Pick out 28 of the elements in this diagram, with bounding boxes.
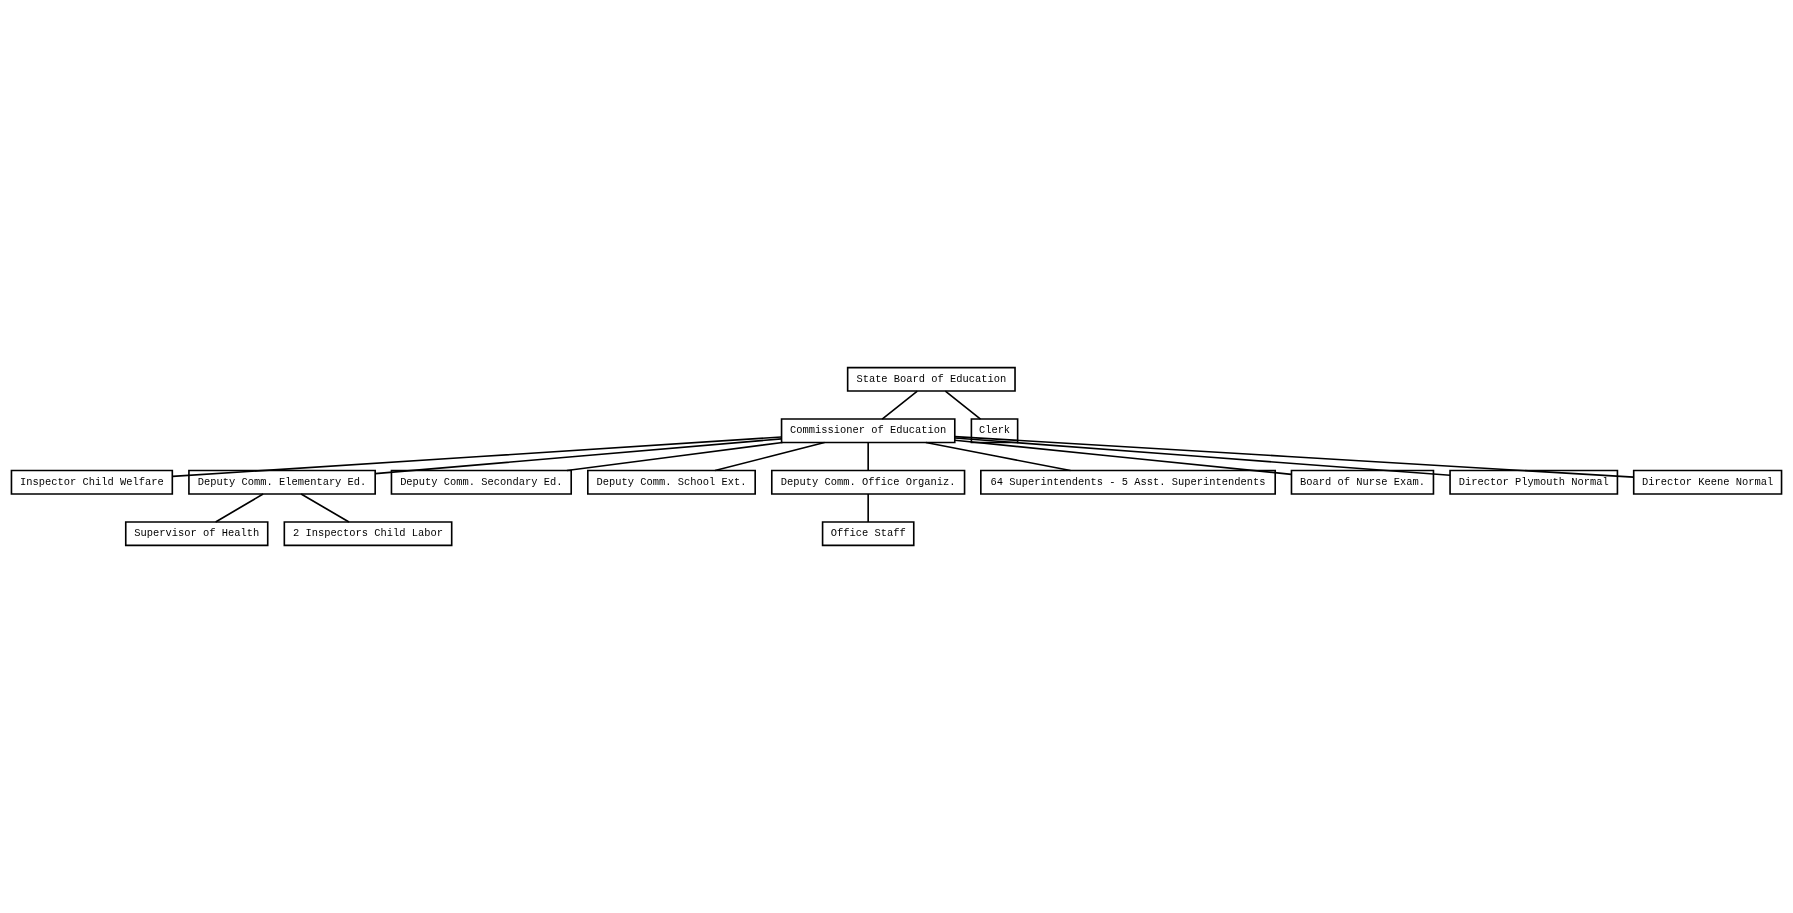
connector [214,493,264,523]
node-box: Commissioner of Education [780,418,956,444]
node-box: Office Staff [821,521,915,547]
connector [566,441,784,472]
connector [171,436,783,478]
node-box: Deputy Comm. School Ext. [587,469,756,495]
node-box: Deputy Comm. Office Organiz. [770,469,966,495]
connector [374,438,783,475]
connector [881,390,919,420]
node-box: Supervisor of Health [124,521,269,547]
connector [954,437,1451,477]
node-box: Clerk [970,418,1019,444]
connector [944,390,982,420]
node-box: 2 Inspectors Child Labor [283,521,453,547]
connector [954,439,1293,476]
node-box: State Board of Education [846,366,1016,392]
node-box: 64 Superintendents - 5 Asst. Superintendents [980,469,1276,495]
node-box: Inspector Child Welfare [10,469,174,495]
connector [300,493,350,523]
connector [867,493,869,523]
connector [925,441,1072,472]
node-box: Director Keene Normal [1632,469,1783,495]
node-box: Deputy Comm. Secondary Ed. [390,469,572,495]
node-box: Board of Nurse Exam. [1290,469,1435,495]
node-box: Director Plymouth Normal [1449,469,1619,495]
connector [954,435,1635,478]
node-box: Deputy Comm. Elementary Ed. [188,469,376,495]
connector [867,441,869,472]
